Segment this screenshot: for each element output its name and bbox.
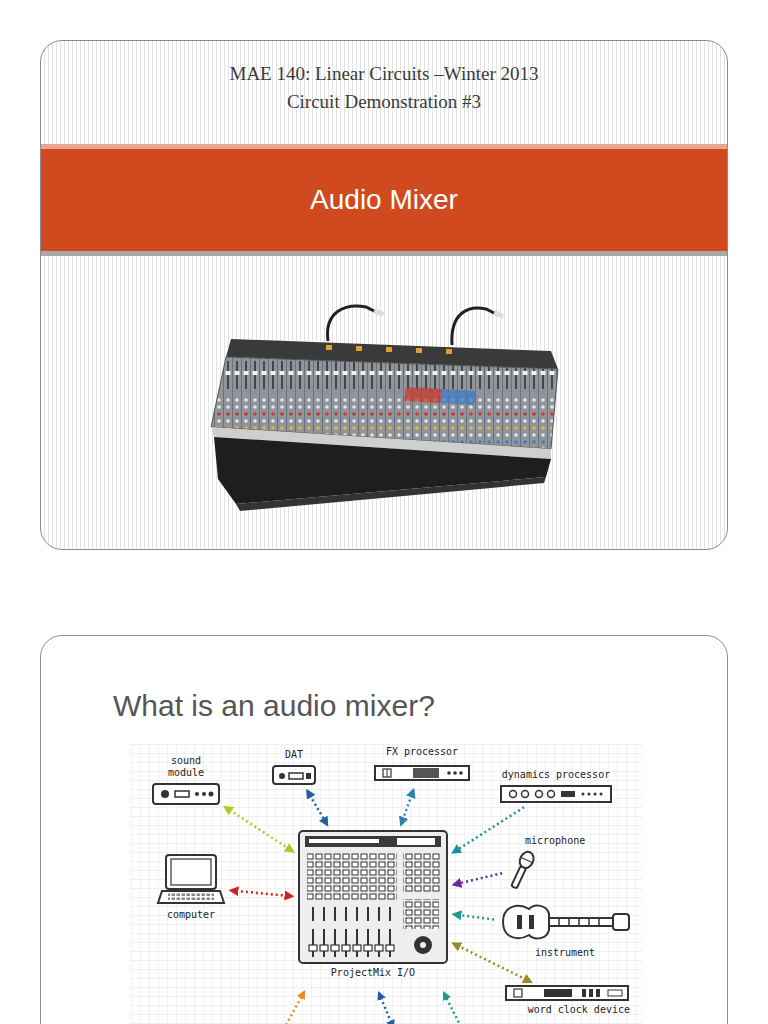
diagram-grid-part	[379, 993, 393, 1024]
device-box: dynamics processor	[499, 769, 613, 805]
mixer-photo-part	[236, 477, 546, 511]
device-icon	[508, 849, 536, 889]
slide-heading: MAE 140: Linear Circuits –Winter 2013	[41, 60, 727, 88]
mixer-photo-part	[452, 308, 498, 345]
mixer-photo-part	[440, 389, 476, 405]
dotted-arrow	[454, 873, 502, 884]
device-label: ProjectMix I/O	[331, 967, 415, 979]
dotted-arrow	[454, 914, 494, 919]
mixer-photo-part	[326, 345, 332, 350]
device-label: instrument	[535, 947, 595, 959]
device-icon	[499, 899, 631, 945]
mixer-photo-part	[373, 308, 384, 317]
dotted-arrow	[231, 890, 292, 896]
device-icon	[297, 829, 449, 965]
mixer-photo-part	[386, 347, 392, 352]
device-icon	[151, 780, 221, 808]
device-icon	[299, 831, 447, 963]
diagram-grid-part	[286, 992, 304, 1024]
device-icon	[503, 906, 629, 939]
device-icon	[271, 763, 317, 787]
dotted-arrow	[401, 790, 413, 824]
slide-heading: Circuit Demonstration #3	[41, 88, 727, 116]
mixer-photo-part	[446, 349, 452, 354]
mixer-box: ProjectMix I/O	[297, 829, 449, 979]
device-label: DAT	[285, 749, 303, 761]
device-icon	[273, 766, 315, 784]
dotted-arrow	[453, 807, 524, 852]
diagram-grid-part	[444, 993, 461, 1024]
mixer-photo	[206, 299, 566, 519]
mixer-photo-part	[493, 310, 504, 319]
device-box: DAT	[271, 749, 317, 787]
device-label: microphone	[507, 835, 585, 847]
mixer-photo-part	[404, 387, 442, 403]
dotted-arrow	[453, 944, 530, 982]
mixer-photo-part	[416, 348, 422, 353]
device-icon	[507, 849, 537, 891]
title-slide: MAE 140: Linear Circuits –Winter 2013Cir…	[40, 40, 728, 550]
device-icon	[156, 853, 226, 907]
device-icon	[504, 984, 630, 1002]
device-box: word clock device	[504, 984, 630, 1016]
device-icon	[501, 786, 611, 802]
device-icon	[158, 855, 224, 903]
slide-title: What is an audio mixer?	[113, 688, 727, 724]
device-icon	[153, 784, 219, 804]
device-icon	[499, 783, 613, 805]
device-box: FX processor	[373, 746, 471, 786]
device-icon	[373, 760, 471, 786]
slide-title: Audio Mixer	[310, 183, 458, 217]
device-label: FX processor	[386, 746, 458, 758]
device-icon	[506, 986, 628, 1000]
device-box: sound module	[151, 755, 221, 808]
device-box: computer	[156, 853, 226, 921]
device-box: microphone	[507, 835, 585, 891]
device-label: sound module	[158, 755, 214, 778]
dotted-arrow	[307, 791, 327, 825]
diagram-grid-part	[131, 744, 643, 1024]
mixer-photo-part	[328, 306, 378, 341]
device-label: word clock device	[528, 1004, 630, 1016]
title-band: Audio Mixer	[41, 144, 727, 256]
diagram-grid-part	[131, 744, 643, 1024]
device-label: computer	[167, 909, 215, 921]
content-slide: What is an audio mixer? sound module DAT F…	[40, 635, 728, 1024]
device-box: instrument	[499, 899, 631, 959]
dotted-arrow	[225, 807, 293, 851]
device-label: dynamics processor	[502, 769, 610, 781]
mixer-photo-part	[356, 346, 362, 351]
device-icon	[375, 766, 469, 780]
